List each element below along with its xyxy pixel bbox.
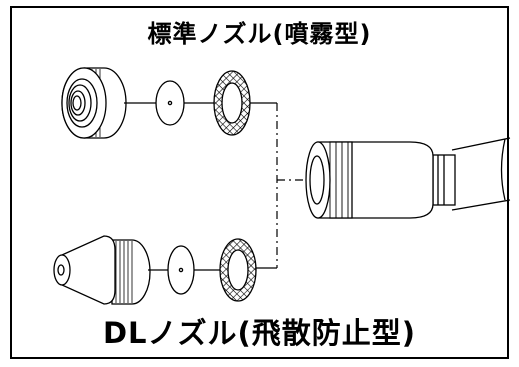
standard-nozzle-label: 標準ノズル(噴霧型) bbox=[147, 20, 372, 48]
assembly-dashed-line bbox=[276, 103, 318, 268]
standard-cap bbox=[61, 67, 127, 139]
standard-disc bbox=[155, 80, 185, 126]
standard-gasket bbox=[213, 70, 251, 136]
dl-gasket bbox=[219, 238, 257, 302]
nozzle-body bbox=[305, 137, 511, 219]
dl-nozzle-label: DLノズル(飛散防止型) bbox=[102, 316, 417, 350]
dl-disc bbox=[167, 245, 195, 295]
dl-cap bbox=[53, 235, 151, 305]
